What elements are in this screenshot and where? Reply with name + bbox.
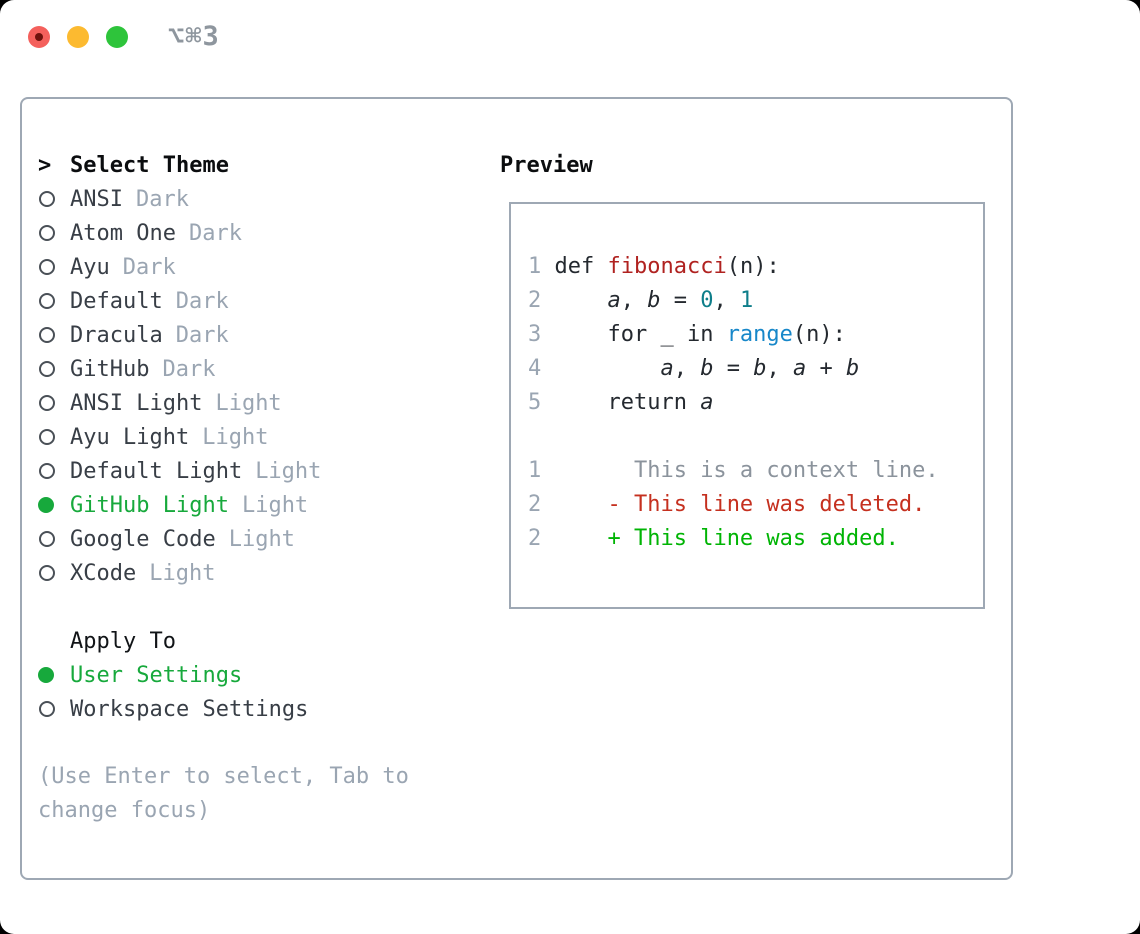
traffic-lights xyxy=(28,26,128,48)
select-theme-header: > Select Theme xyxy=(38,148,321,182)
row-marker xyxy=(38,225,70,241)
radio-icon xyxy=(39,327,55,343)
radio-icon xyxy=(39,259,55,275)
theme-variant-tag: Dark xyxy=(188,220,242,246)
row-marker xyxy=(38,395,70,411)
prompt-caret: > xyxy=(38,152,52,178)
theme-item-default-light[interactable]: Default Light Light xyxy=(38,454,321,488)
theme-item-ayu[interactable]: Ayu Dark xyxy=(38,250,321,284)
theme-item-ansi[interactable]: ANSI Dark xyxy=(38,182,321,216)
apply-option-workspace-settings[interactable]: Workspace Settings xyxy=(38,692,321,726)
radio-icon xyxy=(39,701,55,717)
help-line: change focus) xyxy=(38,798,211,823)
theme-item-github-light[interactable]: GitHub Light Light xyxy=(38,488,321,522)
help-text: (Use Enter to select, Tab to change focus… xyxy=(38,760,409,828)
radio-icon xyxy=(39,191,55,207)
radio-icon xyxy=(39,565,55,581)
theme-item-default[interactable]: Default Dark xyxy=(38,284,321,318)
code-line: 3 for _ in range(n): xyxy=(528,322,846,347)
code-line: 2 - This line was deleted. xyxy=(528,492,926,517)
code-line: 2 a, b = 0, 1 xyxy=(528,288,754,313)
theme-variant-tag: Light xyxy=(228,526,295,552)
theme-name: Default xyxy=(70,288,163,314)
theme-name: ANSI xyxy=(70,186,123,212)
code-line: 5 return a xyxy=(528,390,714,415)
row-marker xyxy=(38,701,70,717)
titlebar: ⌥⌘3 xyxy=(0,0,1140,74)
row-marker xyxy=(38,565,70,581)
theme-name: Ayu xyxy=(70,254,110,280)
theme-name: Dracula xyxy=(70,322,163,348)
zoom-button[interactable] xyxy=(106,26,128,48)
theme-variant-tag: Light xyxy=(202,424,269,450)
theme-name: GitHub xyxy=(70,356,150,382)
row-marker xyxy=(38,327,70,343)
theme-variant-tag: Light xyxy=(241,492,309,518)
code-line: 1 def fibonacci(n): xyxy=(528,254,780,279)
theme-item-ayu-light[interactable]: Ayu Light Light xyxy=(38,420,321,454)
list-title: Select Theme xyxy=(70,152,229,178)
unsaved-dot-icon xyxy=(35,33,43,41)
apply-to-header: Apply To xyxy=(38,624,321,658)
close-button[interactable] xyxy=(28,26,50,48)
row-marker xyxy=(38,463,70,479)
radio-icon xyxy=(39,225,55,241)
apply-to-spacer xyxy=(38,590,321,624)
theme-item-atom-one[interactable]: Atom One Dark xyxy=(38,216,321,250)
theme-item-ansi-light[interactable]: ANSI Light Light xyxy=(38,386,321,420)
theme-name: Ayu Light xyxy=(70,424,190,450)
theme-item-dracula[interactable]: Dracula Dark xyxy=(38,318,321,352)
theme-variant-tag: Dark xyxy=(122,254,176,280)
theme-variant-tag: Dark xyxy=(175,288,229,314)
radio-icon xyxy=(39,463,55,479)
theme-variant-tag: Light xyxy=(215,390,282,416)
theme-variant-tag: Light xyxy=(149,560,216,586)
row-marker xyxy=(38,531,70,547)
minimize-button[interactable] xyxy=(67,26,89,48)
apply-to-title: Apply To xyxy=(70,628,176,654)
theme-name: XCode xyxy=(70,560,137,586)
row-marker xyxy=(38,497,70,513)
code-line: 4 a, b = b, a + b xyxy=(528,356,860,381)
apply-option-user-settings[interactable]: User Settings xyxy=(38,658,321,692)
radio-selected-icon xyxy=(38,497,54,513)
code-line: 1 This is a context line. xyxy=(528,458,939,483)
apply-option-label: Workspace Settings xyxy=(70,696,309,722)
theme-variant-tag: Dark xyxy=(135,186,189,212)
radio-selected-icon xyxy=(38,667,54,683)
theme-item-xcode[interactable]: XCode Light xyxy=(38,556,321,590)
theme-name: Google Code xyxy=(70,526,216,552)
radio-icon xyxy=(39,429,55,445)
window-shortcut-label: ⌥⌘3 xyxy=(168,21,220,52)
row-marker: > xyxy=(38,153,70,178)
theme-item-google-code[interactable]: Google Code Light xyxy=(38,522,321,556)
radio-icon xyxy=(39,531,55,547)
theme-name: Default Light xyxy=(70,458,243,484)
radio-icon xyxy=(39,293,55,309)
theme-variant-tag: Light xyxy=(255,458,322,484)
row-marker xyxy=(38,667,70,683)
code-line xyxy=(528,420,983,454)
help-line: (Use Enter to select, Tab to xyxy=(38,764,409,789)
theme-name: Atom One xyxy=(70,220,176,246)
theme-name: GitHub Light xyxy=(70,492,229,518)
row-marker xyxy=(38,293,70,309)
row-marker xyxy=(38,259,70,275)
code-line: 2 + This line was added. xyxy=(528,526,899,551)
theme-variant-tag: Dark xyxy=(175,322,229,348)
radio-icon xyxy=(39,361,55,377)
theme-variant-tag: Dark xyxy=(162,356,216,382)
row-marker xyxy=(38,191,70,207)
row-marker xyxy=(38,429,70,445)
row-marker xyxy=(38,361,70,377)
apply-option-label: User Settings xyxy=(70,662,243,688)
theme-item-github[interactable]: GitHub Dark xyxy=(38,352,321,386)
preview-code-box: 1 def fibonacci(n): 2 a, b = 0, 1 3 for _ … xyxy=(509,202,985,609)
preview-title: Preview xyxy=(500,152,593,178)
theme-name: ANSI Light xyxy=(70,390,203,416)
radio-icon xyxy=(39,395,55,411)
